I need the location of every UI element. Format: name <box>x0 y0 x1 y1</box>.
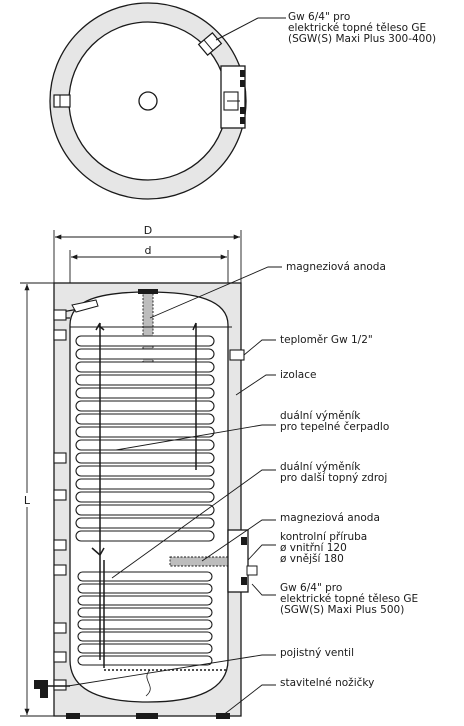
coil-loop <box>75 452 215 464</box>
label-safety-valve: pojistný ventil <box>280 647 354 659</box>
leader-gw-bottom <box>251 583 276 596</box>
coil-loop <box>77 631 213 642</box>
label-gw-top-line1: Gw 6/4" pro <box>288 11 351 23</box>
leader-thermometer <box>243 339 276 356</box>
coil-loop <box>75 374 215 386</box>
safety-valve <box>34 680 70 698</box>
top-left-connector <box>53 94 71 108</box>
coil-loop <box>75 465 215 477</box>
label-flange-line2: ø vnitřní 120 <box>280 542 347 554</box>
coil-loop <box>75 387 215 399</box>
top-anode-circle <box>138 91 158 111</box>
top-gw-leader <box>215 17 259 41</box>
inspection-flange <box>227 529 258 593</box>
label-gw-top: Gw 6/4" pro elektrické topné těleso GE (… <box>288 12 436 45</box>
top-right-flange <box>220 65 246 129</box>
coil-loop <box>75 504 215 516</box>
coil-loop <box>75 335 215 347</box>
label-feet: stavitelné nožičky <box>280 677 375 689</box>
thermometer-socket <box>229 349 245 361</box>
label-anode-bottom: magneziová anoda <box>280 512 380 524</box>
label-flange-line3: ø vnější 180 <box>280 553 344 565</box>
coil-loop <box>75 413 215 425</box>
label-gw-top-line3: (SGW(S) Maxi Plus 300-400) <box>288 33 437 45</box>
coil-loop <box>77 583 213 594</box>
dimension-lines: D d L <box>20 224 242 717</box>
label-anode-top: magneziová anoda <box>286 261 386 273</box>
upper-heat-exchanger-coil <box>75 335 215 542</box>
coil-loop <box>75 426 215 438</box>
label-dual-hp-line2: pro tepelné čerpadlo <box>280 421 390 433</box>
label-dual-other: duální výměník pro další topný zdroj <box>280 462 387 484</box>
bottom-anode-rod <box>169 556 229 567</box>
coil-loop <box>75 478 215 490</box>
side-view <box>34 282 258 719</box>
coil-loop <box>77 571 213 582</box>
label-gw-bottom-line1: Gw 6/4" pro <box>280 582 343 594</box>
coil-loop <box>75 517 215 529</box>
label-flange: kontrolní příruba ø vnitřní 120 ø vnější… <box>280 532 367 565</box>
coil-loop <box>75 361 215 373</box>
lower-heat-exchanger-coil <box>77 571 213 666</box>
coil-loop <box>75 400 215 412</box>
left-connectors <box>53 309 67 691</box>
top-view <box>49 2 259 200</box>
leader-dual-other <box>111 469 276 579</box>
label-gw-top-line2: elektrické topné těleso GE <box>288 22 427 34</box>
label-flange-line1: kontrolní příruba <box>280 531 368 543</box>
leader-anode-bottom <box>201 519 276 562</box>
leader-flange <box>247 544 276 561</box>
leader-lines <box>67 17 286 717</box>
leader-anode-top <box>149 266 282 319</box>
label-gw-bottom: Gw 6/4" pro elektrické topné těleso GE (… <box>280 583 418 616</box>
label-dual-other-line1: duální výměník <box>280 461 361 473</box>
leader-feet <box>221 684 276 717</box>
dim-D-label: D <box>144 224 152 237</box>
top-gw-socket <box>197 32 223 56</box>
label-dual-other-line2: pro další topný zdroj <box>280 472 388 484</box>
coil-loop <box>77 595 213 606</box>
label-insulation: izolace <box>280 369 317 381</box>
label-gw-bottom-line2: elektrické topné těleso GE <box>280 593 419 605</box>
leader-dual-hp <box>115 424 276 451</box>
label-gw-bottom-line3: (SGW(S) Maxi Plus 500) <box>280 604 405 616</box>
coil-loop <box>75 348 215 360</box>
dim-L-label: L <box>24 494 31 507</box>
label-dual-hp-line1: duální výměník <box>280 410 361 422</box>
coil-loop <box>77 619 213 630</box>
coil-loop <box>75 491 215 503</box>
coil-loop <box>77 655 213 666</box>
leader-safety-valve <box>67 654 276 687</box>
leader-insulation <box>235 374 276 396</box>
dim-d-label: d <box>145 244 152 257</box>
coil-loop <box>75 530 215 542</box>
label-dual-heat-pump: duální výměník pro tepelné čerpadlo <box>280 411 389 433</box>
label-thermometer: teploměr Gw 1/2" <box>280 334 373 346</box>
coil-loop <box>77 607 213 618</box>
coil-loop <box>77 643 213 654</box>
adjustable-feet <box>66 713 230 719</box>
